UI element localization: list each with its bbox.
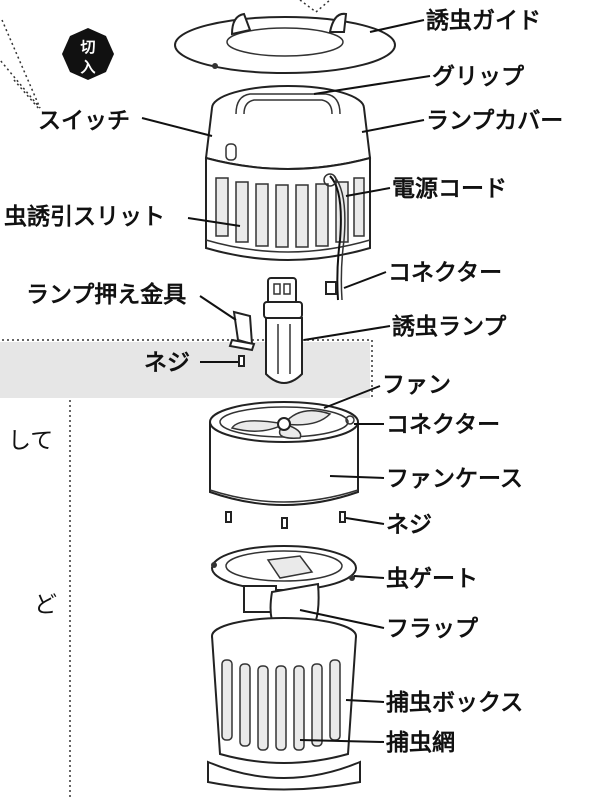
side-text-fragment-2: ど (34, 592, 57, 618)
lamp-holder-bracket-part (228, 310, 256, 352)
label-connector-fan: コネクター (386, 412, 500, 438)
capture-box-bars (221, 659, 341, 751)
label-lamp-holder-bracket: ランプ押え金具 (26, 281, 186, 308)
label-screw-left: ネジ (144, 350, 190, 376)
fan-case-part (209, 401, 359, 506)
label-screw-bottom: ネジ (386, 512, 432, 538)
capture-box-part (207, 617, 361, 791)
label-flap: フラップ (386, 616, 479, 642)
insect-lamp-part (263, 277, 303, 384)
label-power-cord: 電源コード (392, 176, 507, 202)
label-fan: ファン (382, 372, 451, 398)
label-capture-box: 捕虫ボックス (386, 689, 523, 716)
label-connector-top: コネクター (388, 260, 502, 286)
switch-badge-top: 切 (80, 38, 95, 56)
power-cord-wire (329, 175, 342, 301)
screw-left-part (238, 355, 245, 367)
label-insect-lamp: 誘虫ランプ (392, 314, 507, 340)
label-grip: グリップ (432, 63, 525, 90)
fan-blades (230, 409, 332, 439)
info-box-header (0, 342, 370, 398)
switch-callout-dotted-line (0, 19, 41, 111)
leader-lines (141, 19, 431, 743)
side-text-fragment-1: して (8, 428, 53, 454)
slit-bars (215, 177, 365, 248)
bottom-screws (225, 511, 346, 529)
label-lamp-cover: ランプカバー (426, 108, 563, 134)
label-capture-net: 捕虫網 (386, 729, 455, 756)
slit-housing-part (205, 156, 371, 301)
info-box-frame (2, 339, 373, 797)
switch-badge-icon: 切 入 (62, 28, 114, 80)
top-connector-plug (325, 281, 337, 295)
switch-badge-bottom: 入 (80, 58, 95, 76)
label-insect-attract-slit: 虫誘引スリット (4, 204, 165, 230)
label-switch: スイッチ (38, 108, 130, 134)
top-dotted-pointer (299, 0, 331, 13)
label-insect-gate: 虫ゲート (386, 566, 478, 592)
lamp-cover-part (204, 85, 372, 170)
label-fan-case: ファンケース (386, 466, 523, 492)
insect-gate-part (211, 545, 357, 613)
insect-guide-part (174, 12, 396, 74)
label-insect-guide: 誘虫ガイド (426, 8, 541, 34)
